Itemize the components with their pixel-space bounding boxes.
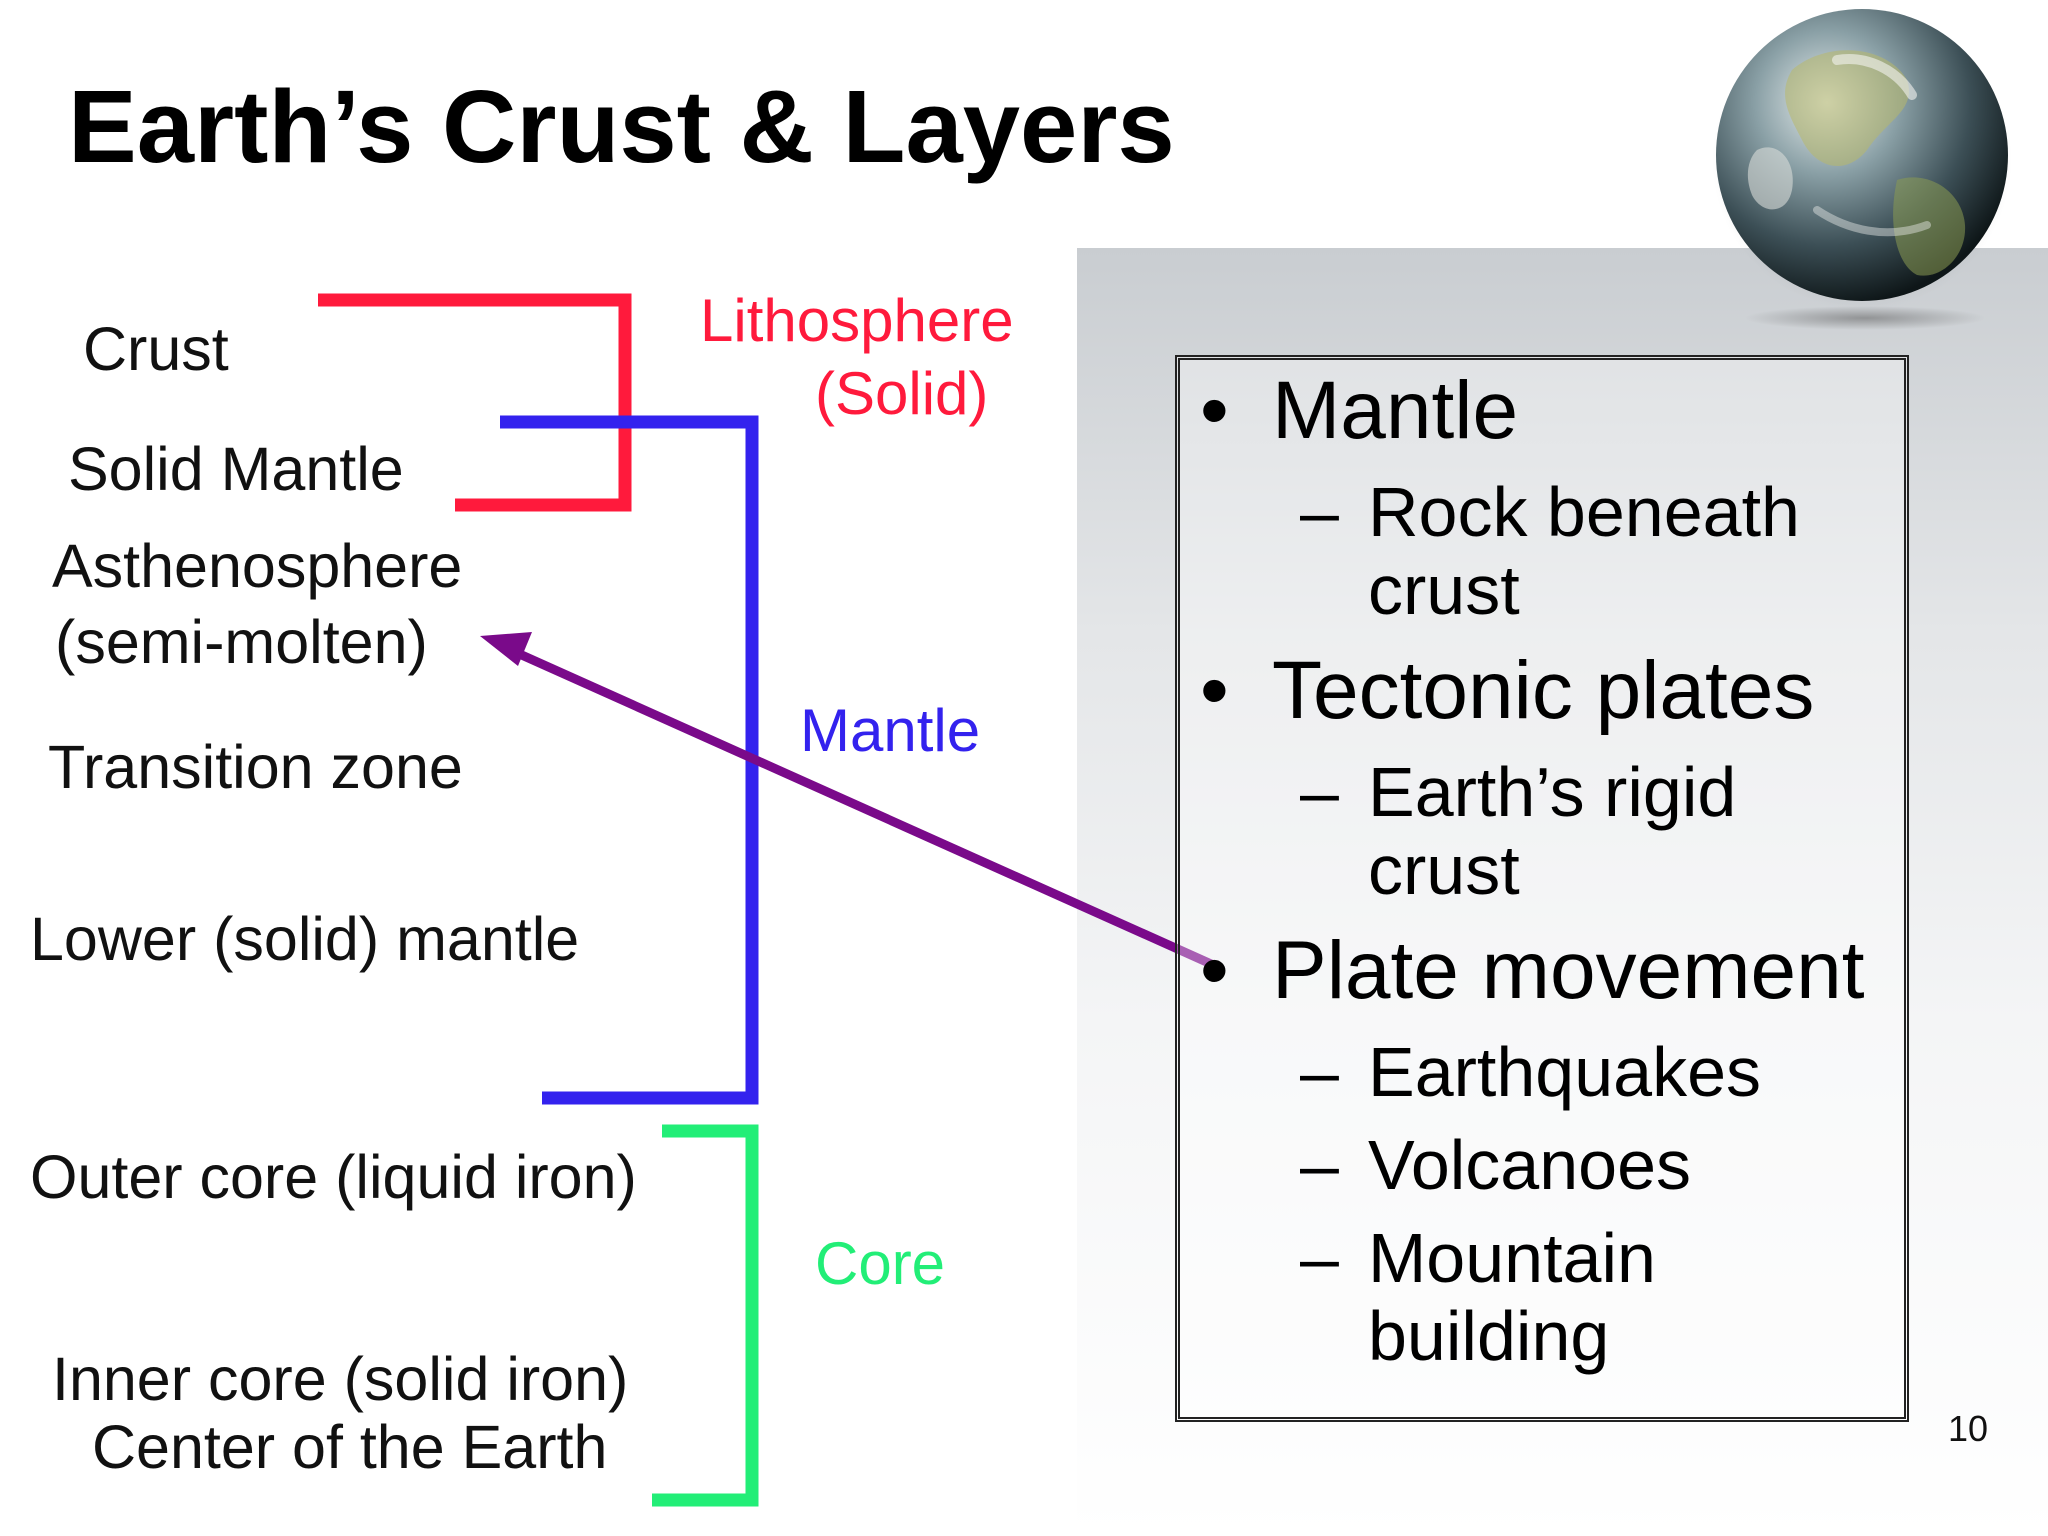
- sub-item-continuation: crust: [1368, 831, 1520, 909]
- arrow-head: [480, 632, 532, 666]
- plate-movement-arrow: [513, 647, 1222, 973]
- bullet-text: Mantle: [1272, 365, 1519, 456]
- lithosphere-group-label: Lithosphere: [700, 287, 1014, 354]
- lithosphere-bracket: [318, 293, 632, 512]
- layer-center-of-earth-label: Center of the Earth: [92, 1413, 608, 1481]
- layer-lower-mantle-label: Lower (solid) mantle: [30, 905, 580, 973]
- core-group-label: Core: [815, 1230, 946, 1297]
- layer-asthenosphere-note: (semi-molten): [55, 608, 428, 676]
- dash-mark: –: [1300, 473, 1339, 551]
- sub-item-text: Earthquakes: [1368, 1033, 1762, 1111]
- layer-solid-mantle-label: Solid Mantle: [68, 435, 404, 503]
- sub-item-text: Mountain: [1368, 1219, 1656, 1297]
- page-number: 10: [1948, 1408, 1989, 1449]
- mantle-group-label: Mantle: [800, 697, 981, 764]
- dash-mark: –: [1300, 1126, 1339, 1204]
- bullet-text: Tectonic plates: [1272, 645, 1815, 736]
- bullet-mark: •: [1200, 365, 1229, 456]
- bullet-mark: •: [1200, 925, 1229, 1016]
- mantle-bracket: [500, 415, 759, 1105]
- core-bracket: [652, 1124, 759, 1507]
- bullet-mark: •: [1200, 645, 1229, 736]
- layer-outer-core-label: Outer core (liquid iron): [30, 1143, 637, 1211]
- bullet-text: Plate movement: [1272, 925, 1865, 1016]
- dash-mark: –: [1300, 753, 1339, 831]
- lithosphere-solid-label: (Solid): [815, 360, 989, 427]
- layer-crust-label: Crust: [83, 315, 229, 383]
- sub-item-text: Rock beneath: [1368, 473, 1800, 551]
- dash-mark: –: [1300, 1219, 1339, 1297]
- layer-asthenosphere-label: Asthenosphere: [52, 532, 463, 600]
- layer-inner-core-label: Inner core (solid iron): [52, 1345, 629, 1413]
- sub-item-continuation: crust: [1368, 551, 1520, 629]
- info-box: • Mantle – Rock beneath crust • Tectonic…: [1175, 355, 1909, 1422]
- sub-item-text: Earth’s rigid: [1368, 753, 1737, 831]
- gray-background-panel: [1077, 248, 2048, 1536]
- sub-item-text: Volcanoes: [1368, 1126, 1692, 1204]
- globe-image: [1712, 9, 2012, 330]
- slide-title: Earth’s Crust & Layers: [68, 69, 1175, 184]
- sub-item-continuation: building: [1368, 1297, 1610, 1375]
- layer-transition-zone-label: Transition zone: [48, 733, 463, 801]
- dash-mark: –: [1300, 1033, 1339, 1111]
